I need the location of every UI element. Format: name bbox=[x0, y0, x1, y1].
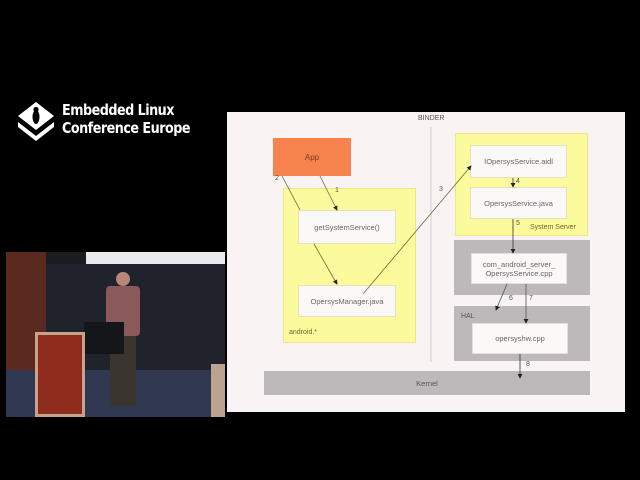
binder-label: BINDER bbox=[418, 115, 445, 122]
logo-line-1: Embedded Linux bbox=[62, 101, 174, 119]
step-6-label: 6 bbox=[509, 295, 513, 302]
logo-line-2: Conference Europe bbox=[62, 119, 190, 137]
jni-line-2: OpersysService.cpp bbox=[485, 268, 553, 278]
step-7-label: 7 bbox=[529, 295, 533, 302]
kernel-bar: Kernel bbox=[264, 371, 590, 395]
opersys-service-java-box: OpersysService.java bbox=[470, 187, 567, 219]
penguin-diamond-icon bbox=[18, 102, 54, 141]
diagram-arrows bbox=[281, 165, 529, 379]
side-table bbox=[211, 364, 225, 417]
android-package-label: android.* bbox=[289, 329, 318, 336]
opersyshw-box: opersyshw.cpp bbox=[472, 323, 568, 354]
step-1-label: 1 bbox=[335, 187, 339, 194]
step-5-label: 5 bbox=[516, 220, 520, 227]
step-2-label: 2 bbox=[275, 175, 279, 182]
projection-screen-edge bbox=[86, 252, 225, 264]
podium bbox=[35, 332, 85, 417]
step-8-label: 8 bbox=[526, 361, 530, 368]
system-server-label: System Server bbox=[530, 224, 576, 231]
app-box: App bbox=[273, 138, 351, 176]
laptop bbox=[84, 322, 124, 354]
opersys-manager-box: OpersysManager.java bbox=[298, 285, 396, 317]
jni-box: com_android_server_ OpersysService.cpp bbox=[471, 253, 567, 284]
presentation-slide: BINDER App android.* getSystemService() … bbox=[227, 112, 625, 412]
speaker-video bbox=[6, 252, 225, 417]
diagram-lines bbox=[430, 127, 432, 362]
conference-logo: Embedded Linux Conference Europe bbox=[14, 100, 190, 144]
step-3-label: 3 bbox=[439, 186, 443, 193]
speaker-head bbox=[116, 272, 130, 286]
get-system-service-box: getSystemService() bbox=[298, 210, 396, 244]
jni-line-1: com_android_server_ bbox=[482, 259, 556, 269]
hal-label: HAL bbox=[461, 313, 475, 320]
step-4-label: 4 bbox=[516, 178, 520, 185]
iopersys-aidl-box: IOpersysService.aidl bbox=[470, 145, 567, 178]
